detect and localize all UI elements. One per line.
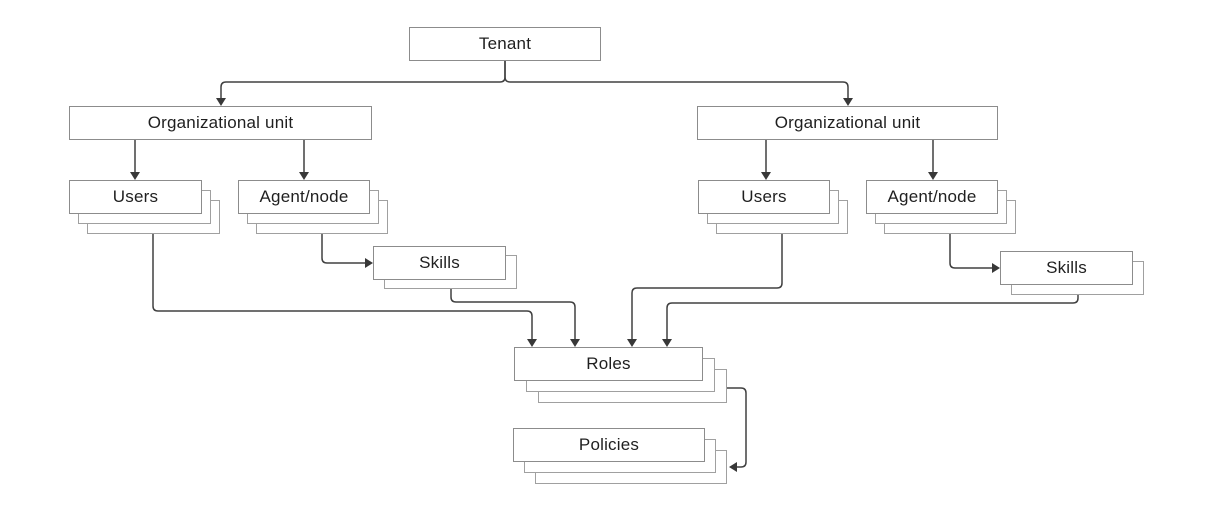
arrowhead-down bbox=[570, 339, 580, 347]
node-skills-right: Skills bbox=[1000, 251, 1144, 295]
node-roles: Roles bbox=[514, 347, 727, 403]
arrowhead-down bbox=[928, 172, 938, 180]
edge-agent-node-right-to-skills-right bbox=[949, 234, 1000, 273]
node-users-left: Users bbox=[69, 180, 220, 234]
edge-tenant-to-org-unit-left bbox=[216, 61, 506, 106]
node-skills-left-box: Skills bbox=[373, 246, 506, 280]
arrowhead-down bbox=[216, 98, 226, 106]
node-skills-left: Skills bbox=[373, 246, 517, 289]
node-org-unit-left-label: Organizational unit bbox=[147, 113, 294, 132]
node-policies: Policies bbox=[513, 428, 727, 484]
node-agent-node-left: Agent/node bbox=[238, 180, 388, 234]
arrowhead-down bbox=[299, 172, 309, 180]
node-agent-node-right-label: Agent/node bbox=[887, 187, 977, 206]
node-org-unit-right: Organizational unit bbox=[697, 106, 998, 140]
node-agent-node-right: Agent/node bbox=[866, 180, 1016, 234]
edge-org-unit-right-to-agent-node-right bbox=[928, 140, 938, 180]
node-roles-box: Roles bbox=[514, 347, 703, 381]
node-users-right-label: Users bbox=[741, 187, 787, 206]
edge-users-right-to-roles bbox=[627, 234, 783, 347]
edge-roles-to-policies bbox=[727, 387, 747, 472]
edge-org-unit-left-to-users-left bbox=[130, 140, 140, 180]
node-roles-label: Roles bbox=[586, 354, 631, 373]
arrowhead-down bbox=[527, 339, 537, 347]
node-tenant: Tenant bbox=[409, 27, 601, 61]
node-agent-node-left-box: Agent/node bbox=[238, 180, 370, 214]
arrowhead-down bbox=[761, 172, 771, 180]
arrowhead-down bbox=[843, 98, 853, 106]
node-skills-left-label: Skills bbox=[419, 253, 460, 272]
node-org-unit-right-label: Organizational unit bbox=[774, 113, 921, 132]
node-policies-label: Policies bbox=[578, 435, 640, 454]
node-org-unit-left-box: Organizational unit bbox=[69, 106, 372, 140]
node-policies-box: Policies bbox=[513, 428, 705, 462]
arrowhead-down bbox=[130, 172, 140, 180]
node-skills-right-box: Skills bbox=[1000, 251, 1133, 285]
node-agent-node-left-label: Agent/node bbox=[259, 187, 349, 206]
node-org-unit-right-box: Organizational unit bbox=[697, 106, 998, 140]
node-skills-right-label: Skills bbox=[1046, 258, 1087, 277]
edge-agent-node-left-to-skills-left bbox=[321, 234, 373, 268]
node-users-right-box: Users bbox=[698, 180, 830, 214]
node-users-left-label: Users bbox=[112, 187, 159, 206]
edge-org-unit-right-to-users-right bbox=[761, 140, 771, 180]
node-tenant-label: Tenant bbox=[478, 34, 532, 53]
node-org-unit-left: Organizational unit bbox=[69, 106, 372, 140]
edge-skills-right-to-roles bbox=[662, 295, 1079, 347]
arrowhead-right bbox=[365, 258, 373, 268]
edge-tenant-to-org-unit-right bbox=[504, 61, 853, 106]
node-users-left-box: Users bbox=[69, 180, 202, 214]
arrowhead-down bbox=[627, 339, 637, 347]
edge-skills-left-to-roles bbox=[450, 289, 580, 347]
arrowhead-right bbox=[992, 263, 1000, 273]
arrowhead-down bbox=[662, 339, 672, 347]
node-tenant-box: Tenant bbox=[409, 27, 601, 61]
node-users-right: Users bbox=[698, 180, 848, 234]
edge-users-left-to-roles bbox=[152, 234, 537, 347]
edge-org-unit-left-to-agent-node-left bbox=[299, 140, 309, 180]
node-agent-node-right-box: Agent/node bbox=[866, 180, 998, 214]
arrowhead-left bbox=[729, 462, 737, 472]
